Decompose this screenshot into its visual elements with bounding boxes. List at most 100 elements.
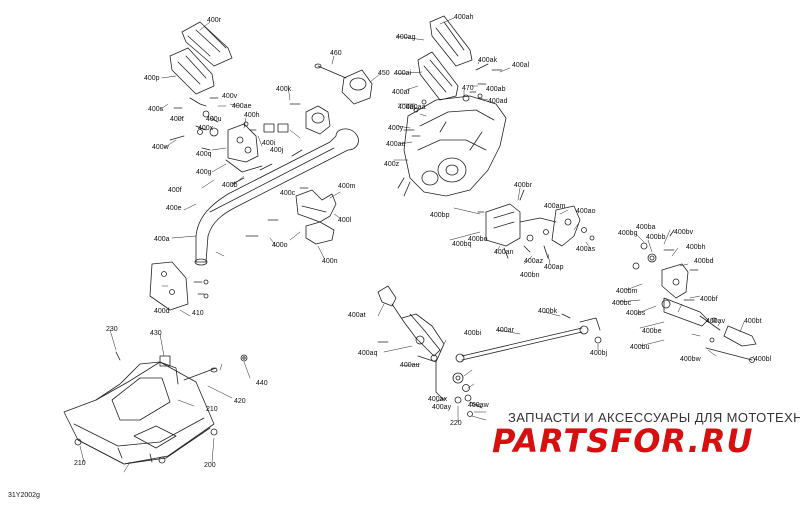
skid-plate [63, 361, 215, 465]
callout-label: 400ag [396, 34, 416, 41]
callout-label: 400bf [700, 296, 718, 303]
callout-label: 400h [244, 112, 260, 119]
callout-label: 400az [524, 258, 544, 265]
callout-label: 400aj [398, 104, 416, 111]
callout-label: 470 [462, 85, 474, 92]
callout-label: 400bc [612, 300, 632, 307]
callout-label: 400bk [538, 308, 558, 315]
callout-label: 400bv [674, 229, 694, 236]
callout-label: 400bn [520, 272, 540, 279]
bracket-left [169, 97, 263, 173]
fasteners-top-right [403, 63, 503, 137]
callout-label: 400ae [232, 103, 252, 110]
fasteners-top-mid [243, 103, 301, 133]
callout-label: 400m [338, 183, 356, 190]
callout-label: 400bw [680, 356, 701, 363]
watermark-tagline: ЗАПЧАСТИ И АКСЕССУАРЫ ДЛЯ МОТОТЕХНИКИ [508, 410, 800, 425]
callout-label: 400u [206, 116, 222, 123]
callout-label: 450 [378, 70, 390, 77]
callout-label: 400o [272, 242, 288, 249]
callout-label: 400i [262, 140, 276, 147]
callout-label: 400d [154, 308, 170, 315]
watermark-logo: PARTSFOR.RU [492, 422, 754, 460]
callout-label: 400bo [468, 236, 488, 243]
skid-fasteners [74, 351, 248, 464]
callout-label: 400bp [430, 212, 450, 219]
callout-label: 400bg [618, 230, 638, 237]
frame-tube [194, 128, 359, 266]
callout-label: 400g [196, 169, 212, 176]
callout-label: 400av [706, 318, 726, 325]
callout-label: 400an [494, 249, 514, 256]
leader-lines [79, 17, 755, 473]
callout-label: 400b [222, 182, 238, 189]
callout-label: 440 [256, 380, 268, 387]
callout-label: 200 [204, 462, 216, 469]
callout-label: 400ac [386, 141, 406, 148]
callout-label: 400bd [694, 258, 714, 265]
callout-label: 400ar [496, 327, 514, 334]
callout-label: 400am [544, 203, 566, 210]
callout-label: 400au [400, 362, 420, 369]
callout-label: 400x [198, 125, 214, 132]
main-casting-bracket [397, 95, 507, 197]
callout-label: 400at [348, 312, 366, 319]
plate-400d [149, 261, 209, 311]
callout-label: 400j [270, 147, 284, 154]
callout-label: 400ab [486, 86, 506, 93]
callout-label: 460 [330, 50, 342, 57]
callout-label: 400q [196, 151, 212, 158]
callout-label: 400r [207, 17, 222, 24]
callout-label: 400ap [544, 264, 564, 271]
callout-label: 400aw [468, 402, 489, 409]
document-code: 31Y2002g [8, 492, 40, 499]
callout-label: 400n [322, 258, 338, 265]
callout-label: 220 [450, 420, 462, 427]
bushing-assembly [305, 63, 373, 135]
callout-label: 400v [222, 93, 238, 100]
callout-label: 400br [514, 182, 532, 189]
callout-label: 400p [144, 75, 160, 82]
callout-label: 420 [234, 398, 246, 405]
callout-label: 400ak [478, 57, 498, 64]
callout-label: 400ao [576, 208, 596, 215]
footpeg-right [417, 15, 473, 101]
callout-label: 400k [276, 86, 292, 93]
callout-label: 410 [192, 310, 204, 317]
callout-label: 230 [106, 326, 118, 333]
callout-label: 400bl [754, 356, 772, 363]
callout-label: 400ay [432, 404, 452, 411]
callout-label: 400ai [394, 70, 412, 77]
callout-label: 400bb [646, 234, 666, 241]
callout-label: 400bi [464, 330, 482, 337]
callout-label: 400l [338, 217, 352, 224]
callout-label: 400f [168, 187, 182, 194]
callout-label: 400bt [744, 318, 762, 325]
callout-label: 400bu [630, 344, 650, 351]
callout-label: 400a [154, 236, 170, 243]
mount-bracket-center [245, 187, 337, 245]
callout-label: 400w [152, 144, 169, 151]
callout-label: 400c [280, 190, 296, 197]
brake-rod [455, 313, 602, 363]
callout-label: 400ax [428, 396, 448, 403]
callout-label: 210 [74, 460, 86, 467]
callout-label: 400ba [636, 224, 656, 231]
callout-label: 400bh [686, 244, 706, 251]
callout-label: 400t [170, 116, 184, 123]
callout-label: 400aa [406, 104, 426, 111]
callout-label: 430 [150, 330, 162, 337]
callout-label: 400bm [616, 288, 638, 295]
callout-label: 400ad [488, 98, 508, 105]
callout-label: 400as [576, 246, 596, 253]
callout-label: 400bs [626, 310, 646, 317]
callout-label: 400ah [454, 14, 474, 21]
callout-label: 400be [642, 328, 662, 335]
callout-label: 400s [148, 106, 164, 113]
master-cylinder [477, 189, 595, 259]
linkage-right [632, 229, 757, 363]
footpeg-left [169, 21, 233, 95]
callout-label: 400bj [590, 350, 608, 357]
callout-label: 400bq [452, 241, 472, 248]
